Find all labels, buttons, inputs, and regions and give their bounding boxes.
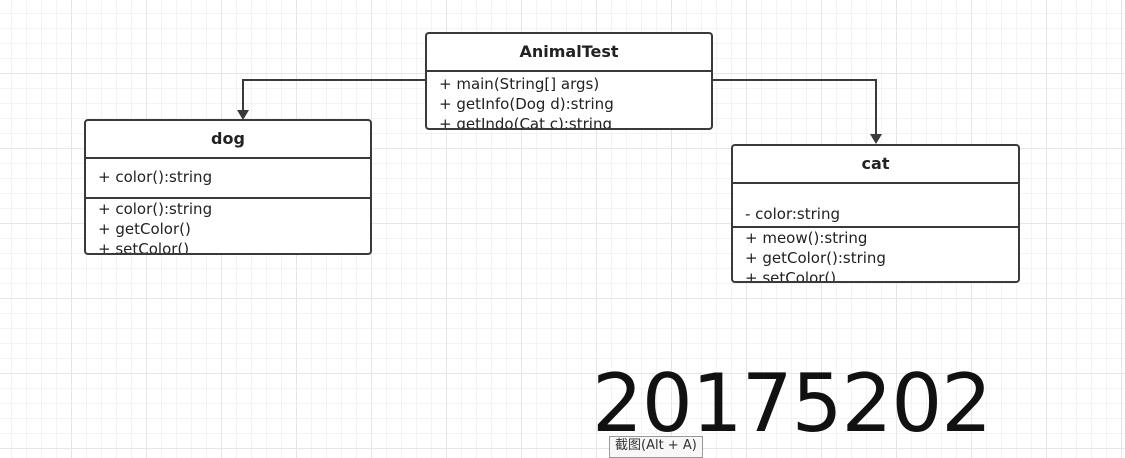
class-animaltest-title: AnimalTest [427, 34, 711, 72]
class-dog-title: dog [86, 121, 370, 159]
attribute-empty [745, 184, 1018, 204]
connectors [237, 79, 882, 144]
class-dog-attributes: + color():string [86, 159, 370, 197]
screenshot-tooltip: 截图(Alt + A) [609, 436, 703, 458]
class-cat-title: cat [733, 146, 1018, 184]
method-getcolor: + getColor() [98, 220, 191, 238]
class-cat-attributes: - color:string [733, 184, 1018, 226]
diagram-canvas: AnimalTest + main(String[] args) + getIn… [84, 32, 1020, 458]
class-animaltest-methods: + main(String[] args) + getInfo(Dog d):s… [427, 72, 711, 130]
association-arrow-to-dog [242, 79, 426, 110]
class-animaltest[interactable]: AnimalTest + main(String[] args) + getIn… [425, 32, 713, 130]
method-getinfo: + getInfo(Dog d):string [439, 95, 614, 113]
attribute-color: - color:string [745, 205, 840, 223]
class-cat-methods: + meow():string + getColor():string + se… [733, 226, 1018, 283]
student-id-number: 20175202 [592, 357, 992, 450]
method-setcolor: + setColor() [745, 269, 837, 283]
method-getcolor: + getColor():string [745, 249, 886, 267]
method-main: + main(String[] args) [439, 75, 600, 93]
class-dog-methods: + color():string + getColor() + setColor… [86, 197, 370, 255]
class-dog[interactable]: dog + color():string + color():string + … [84, 119, 372, 255]
method-getindo: + getIndo(Cat c):string [439, 115, 612, 130]
arrowhead-cat [870, 134, 882, 144]
method-color: + color():string [98, 200, 213, 218]
method-meow: + meow():string [745, 229, 868, 247]
arrowhead-dog [237, 110, 249, 120]
attribute-color: + color():string [98, 168, 213, 186]
method-setcolor: + setColor() [98, 240, 190, 255]
association-arrow-to-cat [712, 79, 877, 134]
class-cat[interactable]: cat - color:string + meow():string + get… [731, 144, 1020, 283]
